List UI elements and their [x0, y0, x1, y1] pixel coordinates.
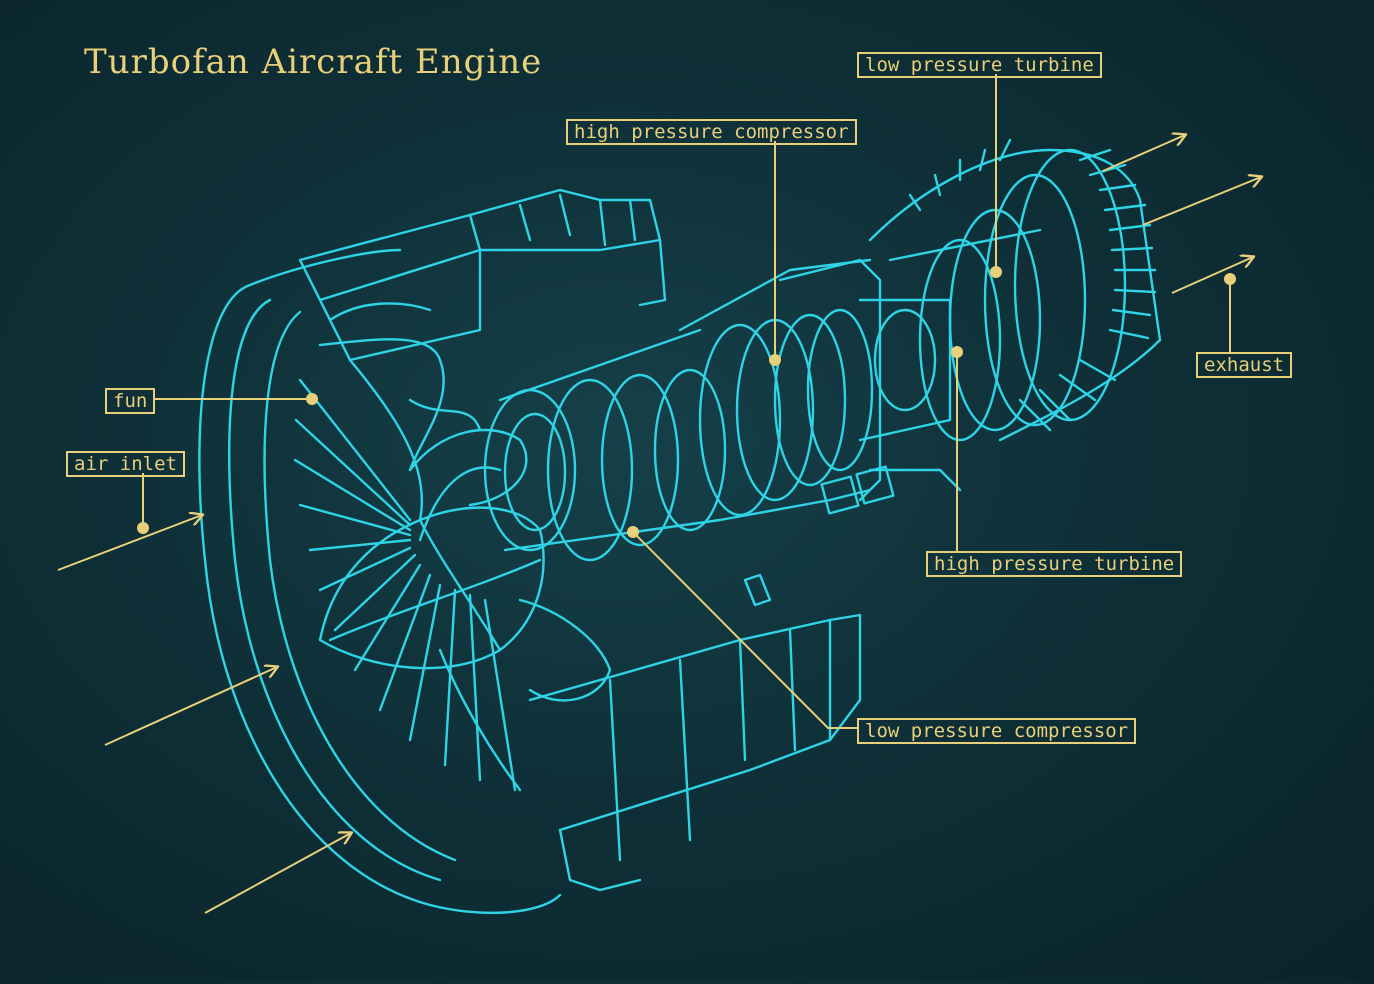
air-inlet-dot: [137, 522, 149, 534]
lpt-dot: [990, 266, 1002, 278]
inlet-arrow-1: [57, 515, 202, 571]
lp-compressor: [483, 328, 727, 562]
inlet-arrow-2: [104, 667, 277, 746]
label-high-pressure-compressor: high pressure compressor: [566, 119, 857, 145]
exhaust-arrow-3: [1171, 257, 1253, 294]
airflow-arrows: [57, 135, 1261, 914]
spinner-cone: [318, 506, 545, 670]
diagram-title: Turbofan Aircraft Engine: [84, 42, 543, 82]
hpt-dot: [951, 346, 963, 358]
exhaust-arrow-2: [1142, 177, 1261, 226]
lower-casing: [528, 573, 862, 892]
turbine: [868, 148, 1162, 442]
turbine-blades: [908, 138, 1157, 432]
fun-dot: [306, 393, 318, 405]
label-high-pressure-turbine: high pressure turbine: [926, 551, 1183, 577]
exhaust-dot: [1224, 273, 1236, 285]
annotation-dots: [137, 266, 1236, 538]
label-low-pressure-compressor: low pressure compressor: [857, 718, 1137, 744]
nacelle-lip: [198, 248, 562, 915]
lpc-dot: [627, 526, 639, 538]
fan-wide-blades: [408, 428, 612, 792]
annotation-lines: [142, 74, 1231, 729]
exhaust-arrow-1: [1102, 135, 1185, 172]
hp-compressor: [678, 258, 882, 522]
label-exhaust: exhaust: [1196, 352, 1293, 378]
hpc-dot: [769, 354, 781, 366]
lpc-leader: [632, 531, 857, 729]
label-air-inlet: air inlet: [66, 451, 185, 477]
label-low-pressure-turbine: low pressure turbine: [857, 52, 1102, 78]
combustor-shaft: [820, 298, 962, 515]
inlet-arrow-3: [204, 833, 351, 914]
label-fun: fun: [105, 388, 156, 414]
fan-blades: [293, 338, 517, 792]
upper-casing: [298, 188, 667, 362]
